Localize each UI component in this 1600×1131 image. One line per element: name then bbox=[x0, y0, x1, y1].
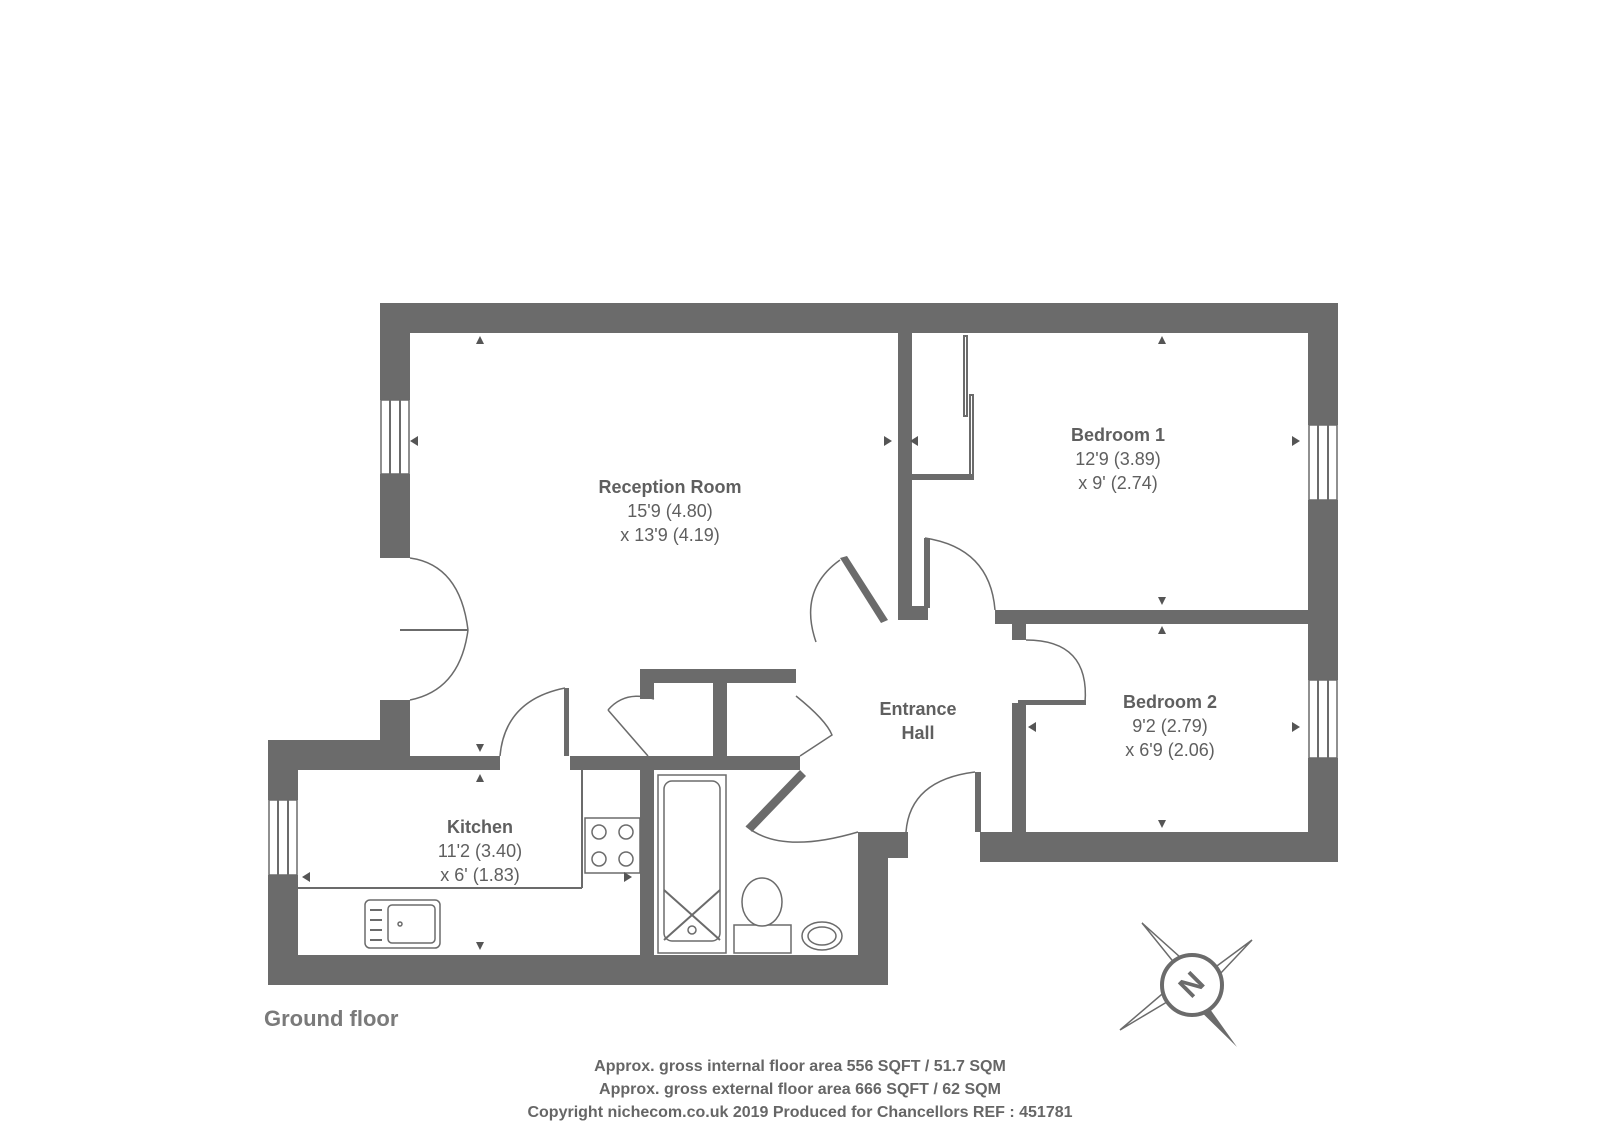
room-dimension: x 6'9 (2.06) bbox=[1125, 740, 1215, 760]
window-bedroom1 bbox=[1308, 424, 1338, 501]
room-label-bedroom2: Bedroom 2 9'2 (2.79) x 6'9 (2.06) bbox=[1070, 690, 1270, 762]
room-label-reception: Reception Room 15'9 (4.80) x 13'9 (4.19) bbox=[565, 475, 775, 547]
wall-hall-top bbox=[898, 606, 928, 620]
wall-bedroom1-bedroom2 bbox=[995, 610, 1308, 624]
room-dimension: x 13'9 (4.19) bbox=[620, 525, 720, 545]
wall-top bbox=[380, 303, 1338, 333]
wall-right-mid bbox=[1308, 500, 1338, 680]
wall-kitchen-left-upper bbox=[268, 740, 298, 800]
window-kitchen bbox=[268, 799, 298, 876]
wall-hall-bottom bbox=[858, 832, 908, 858]
room-dimension: x 6' (1.83) bbox=[440, 865, 520, 885]
wall-wardrobe-bottom bbox=[912, 474, 972, 480]
room-name: Bedroom 1 bbox=[1070, 425, 1166, 445]
door-kitchen-arc bbox=[499, 687, 566, 757]
door-bedroom1-leaf bbox=[924, 538, 930, 608]
wall-closet-bath bbox=[640, 756, 800, 770]
window-reception bbox=[380, 399, 410, 475]
footer-area-info: Approx. gross internal floor area 556 SQ… bbox=[300, 1055, 1300, 1124]
wall-cupboard-divider bbox=[713, 683, 727, 756]
wardrobe-door-b bbox=[969, 394, 974, 480]
door-bedroom2-leaf bbox=[1018, 700, 1086, 705]
wall-bedroom2-left-upper bbox=[1012, 624, 1026, 640]
wall-bedroom2-bottom bbox=[980, 832, 1338, 862]
door-bedroom2-arc bbox=[1025, 639, 1087, 704]
wall-reception-left-upper bbox=[380, 303, 410, 400]
footer-internal-area: Approx. gross internal floor area 556 SQ… bbox=[594, 1058, 1006, 1075]
door-closet-right bbox=[795, 695, 833, 757]
room-dimension: 11'2 (3.40) bbox=[437, 841, 523, 861]
footer-external-area: Approx. gross external floor area 666 SQ… bbox=[599, 1081, 1001, 1098]
door-bedroom1-arc bbox=[924, 537, 996, 611]
door-kitchen-leaf bbox=[564, 688, 569, 756]
wall-reception-kitchen-left bbox=[410, 756, 500, 770]
door-front-leaf bbox=[975, 772, 981, 832]
wall-reception-bedroom bbox=[898, 333, 912, 611]
wall-cupboard-left bbox=[640, 669, 654, 699]
door-reception-hall-leaf bbox=[840, 556, 888, 623]
room-dimension: 15'9 (4.80) bbox=[627, 501, 713, 521]
compass-icon: N bbox=[1119, 922, 1253, 1047]
dimension-arrows bbox=[302, 336, 1300, 950]
room-name: Reception Room bbox=[598, 477, 742, 497]
wall-kitchen-bottom bbox=[268, 955, 888, 985]
room-label-bedroom1: Bedroom 1 12'9 (3.89) x 9' (2.74) bbox=[1018, 423, 1218, 495]
wall-reception-kitchen-right bbox=[570, 756, 650, 770]
room-name: Entrance bbox=[879, 699, 957, 719]
room-label-hall: Entrance Hall bbox=[848, 697, 988, 745]
wall-kitchen-bath bbox=[640, 756, 654, 956]
room-name: Hall bbox=[901, 723, 935, 743]
door-closet-left-arc bbox=[607, 695, 655, 711]
window-bedroom2 bbox=[1308, 679, 1338, 759]
footer-copyright: Copyright nichecom.co.uk 2019 Produced f… bbox=[527, 1104, 1073, 1121]
room-dimension: 9'2 (2.79) bbox=[1132, 716, 1208, 736]
door-reception-hall-arc bbox=[809, 559, 841, 643]
toilet bbox=[733, 924, 792, 954]
room-name: Bedroom 2 bbox=[1122, 692, 1218, 712]
wall-bedroom2-left-lower bbox=[1012, 703, 1026, 832]
door-bathroom-arc bbox=[745, 825, 859, 843]
door-front-arc bbox=[905, 771, 976, 833]
wall-reception-left-mid bbox=[380, 474, 410, 558]
door-bathroom-leaf bbox=[746, 770, 806, 832]
door-reception-lower bbox=[409, 629, 469, 701]
door-reception-upper bbox=[409, 557, 469, 631]
wall-right-upper bbox=[1308, 303, 1338, 425]
room-label-kitchen: Kitchen 11'2 (3.40) x 6' (1.83) bbox=[380, 815, 580, 887]
room-dimension: 12'9 (3.89) bbox=[1075, 449, 1161, 469]
hob bbox=[584, 817, 641, 874]
wardrobe-door-a bbox=[963, 335, 968, 417]
door-closet-left bbox=[607, 709, 649, 757]
room-name: Kitchen bbox=[446, 817, 513, 837]
wall-cupboard-top bbox=[640, 669, 796, 683]
room-dimension: x 9' (2.74) bbox=[1078, 473, 1158, 493]
floor-label: Ground floor bbox=[264, 1006, 399, 1031]
